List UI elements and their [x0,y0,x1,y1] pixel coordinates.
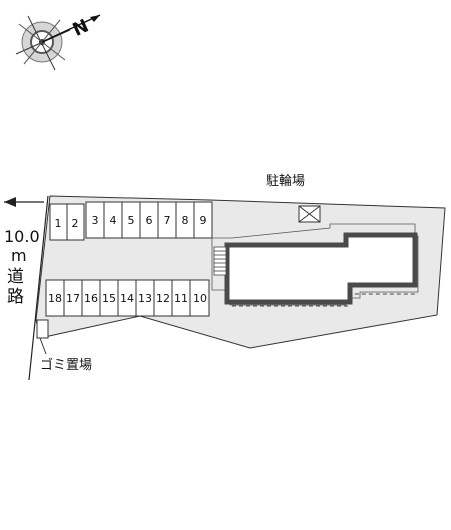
parking-space-label: 14 [120,292,134,305]
road-edge [4,195,49,381]
parking-space-label: 1 [55,217,62,230]
parking-space-label: 12 [156,292,170,305]
parking-top-labels: 1 2 3 4 5 6 7 8 9 [55,214,207,230]
road-width-unit: m [11,246,27,265]
road-name-char-2: 路 [7,287,24,307]
parking-space-label: 8 [182,214,189,227]
parking-space-label: 3 [92,214,99,227]
parking-space-label: 2 [72,217,79,230]
parking-space-label: 7 [164,214,171,227]
bicycle-parking-icon [298,205,321,223]
parking-space-label: 6 [146,214,153,227]
parking-space-label: 16 [84,292,98,305]
parking-space-label: 11 [174,292,188,305]
parking-top-row [49,201,213,241]
road-name-char-1: 道 [7,267,24,287]
parking-space-label: 17 [66,292,80,305]
parking-space-label: 18 [48,292,62,305]
parking-space-label: 4 [110,214,117,227]
parking-space-label: 9 [200,214,207,227]
parking-space-label: 5 [128,214,135,227]
parking-bottom-row [45,279,210,317]
bicycle-parking-label: 駐輪場 [266,173,305,189]
stairs-icon [213,246,227,276]
garbage-area-label: ゴミ置場 [40,357,92,373]
parking-space-label: 15 [102,292,116,305]
parking-space-label: 13 [138,292,152,305]
parking-bottom-labels: 18 17 16 15 14 13 12 11 10 [48,292,207,305]
building-dashed-boundary [232,293,418,307]
parking-space-label: 10 [193,292,207,305]
building-footprint [224,232,418,305]
compass-rose-icon [15,14,101,71]
north-label: N [69,16,92,41]
garbage-leader-line [39,337,47,355]
garbage-area-box [36,319,49,339]
road-width-value: 10.0 [4,227,40,246]
